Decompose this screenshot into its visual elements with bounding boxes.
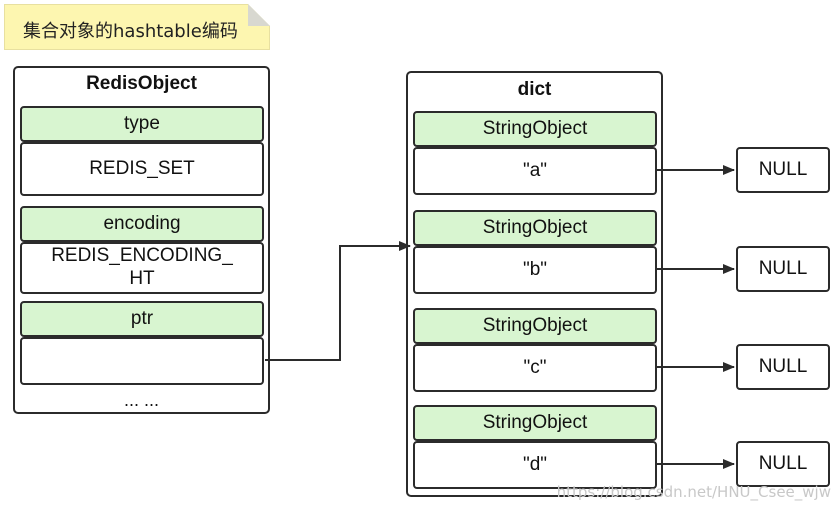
- encoding-value-line2: HT: [129, 268, 155, 289]
- ptr-to-dict-arrow: [265, 241, 411, 361]
- type-label: type: [124, 112, 160, 134]
- dict-entry-value: "d": [522, 453, 548, 475]
- ptr-label: ptr: [130, 307, 154, 329]
- dict-entry-value: "a": [522, 159, 548, 181]
- more-fields-ellipsis: ... ...: [123, 390, 159, 410]
- dict-entry-value: "c": [523, 356, 547, 378]
- dict-entry-value: "b": [522, 258, 548, 280]
- dict-entry-type-cell: StringObject: [413, 405, 657, 441]
- redis-object-title: RedisObject: [86, 73, 197, 94]
- type-value: REDIS_SET: [89, 157, 195, 179]
- type-label-cell: type: [20, 106, 264, 142]
- null-box: NULL: [736, 147, 830, 193]
- dict-title: dict: [517, 79, 552, 100]
- null-label: NULL: [758, 356, 808, 377]
- ptr-value-cell: [20, 337, 264, 385]
- dict-entry-type-cell: StringObject: [413, 308, 657, 344]
- type-value-cell: REDIS_SET: [20, 142, 264, 196]
- dict-entry-type: StringObject: [482, 411, 588, 433]
- note-fold-corner: [248, 4, 270, 26]
- null-box: NULL: [736, 246, 830, 292]
- watermark: https://blog.csdn.net/HNU_Csee_wjw: [556, 483, 831, 501]
- dict-entry-type: StringObject: [482, 216, 588, 238]
- encoding-label-cell: encoding: [20, 206, 264, 242]
- null-box: NULL: [736, 441, 830, 487]
- title-note-text: 集合对象的hashtable编码: [23, 21, 238, 42]
- encoding-value-cell: REDIS_ENCODING_ HT: [20, 242, 264, 294]
- null-label: NULL: [758, 453, 808, 474]
- dict-entry-type-cell: StringObject: [413, 111, 657, 147]
- dict-entry-type: StringObject: [482, 314, 588, 336]
- dict-entry-value-cell: "c": [413, 344, 657, 392]
- dict-entry-type: StringObject: [482, 117, 588, 139]
- dict-entry-value-cell: "d": [413, 441, 657, 489]
- redis-object-panel: RedisObject type REDIS_SET encoding REDI…: [13, 66, 270, 414]
- dict-entry-type-cell: StringObject: [413, 210, 657, 246]
- dict-panel: dict StringObject "a" StringObject "b" S…: [406, 71, 663, 497]
- dict-entry-value-cell: "a": [413, 147, 657, 195]
- ptr-label-cell: ptr: [20, 301, 264, 337]
- null-box: NULL: [736, 344, 830, 390]
- null-label: NULL: [758, 159, 808, 180]
- encoding-value-line1: REDIS_ENCODING_: [51, 245, 233, 267]
- null-label: NULL: [758, 258, 808, 279]
- encoding-label: encoding: [103, 212, 181, 234]
- dict-entry-value-cell: "b": [413, 246, 657, 294]
- title-note: 集合对象的hashtable编码: [4, 4, 270, 50]
